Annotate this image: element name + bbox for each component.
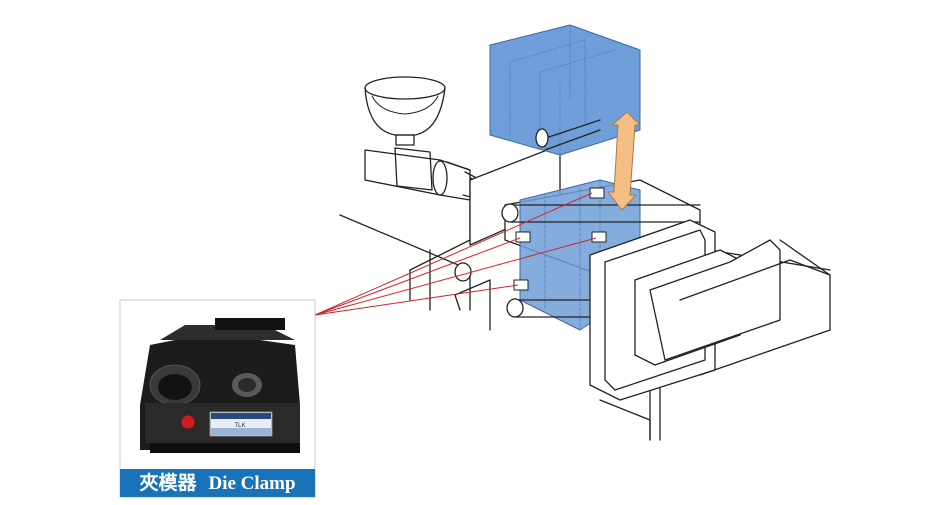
hopper [364,76,446,146]
clamp-plate-label: TLK [234,423,245,429]
moving-platen [589,219,831,441]
caption-english: Die Clamp [208,473,296,494]
die-clamp-caption: 夾模器 Die Clamp [120,469,315,497]
die-clamp-photo: TLK [119,299,316,498]
leader-lines [314,192,597,316]
movement-arrow [607,111,641,211]
clamp-markers [513,187,607,291]
caption-chinese: 夾模器 [139,472,197,494]
